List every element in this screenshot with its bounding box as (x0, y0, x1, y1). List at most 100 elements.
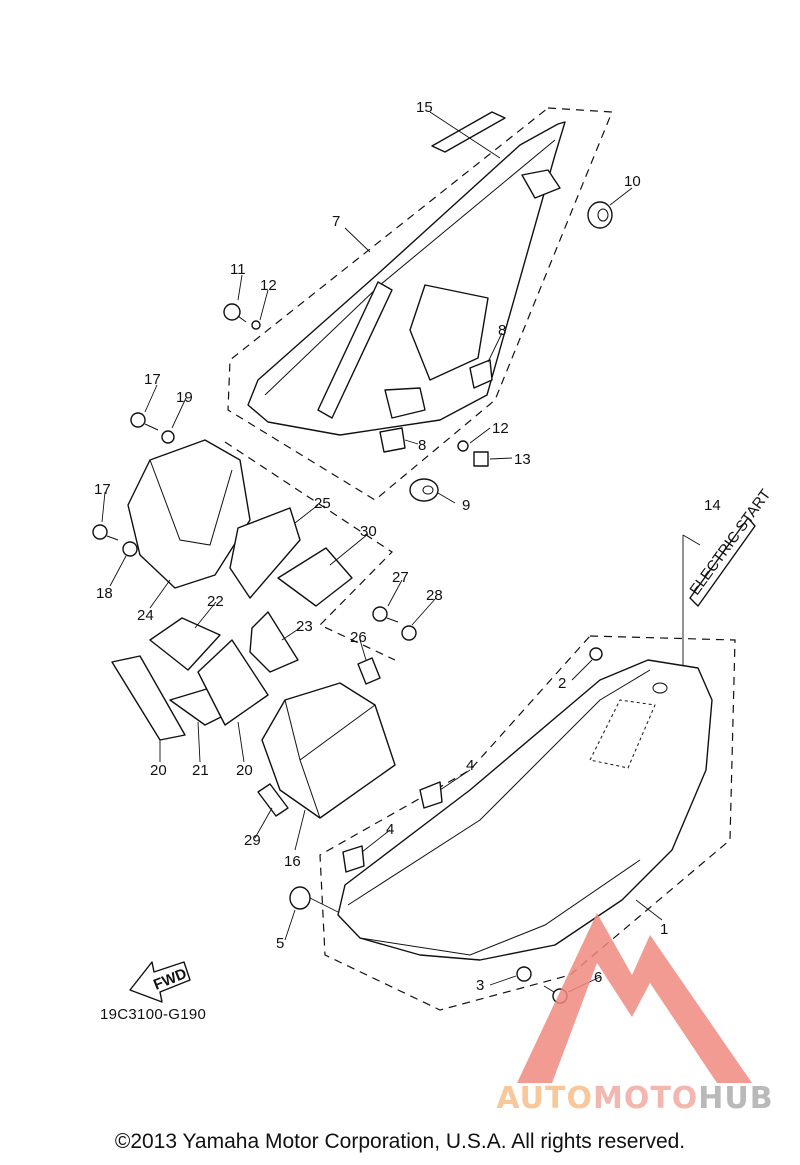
copyright-notice: ©2013 Yamaha Motor Corporation, U.S.A. A… (114, 1130, 686, 1153)
callout-20-left: 20 (150, 762, 167, 779)
pad-29 (257, 783, 289, 817)
bolt-17-lower (92, 524, 108, 540)
damper-4-lower (342, 845, 365, 873)
washer-12-lower (457, 440, 469, 452)
damper-8-upper (469, 359, 493, 389)
callout-25: 25 (314, 495, 331, 512)
callout-9: 9 (462, 497, 470, 514)
sheet-30 (277, 547, 353, 607)
callout-5: 5 (276, 935, 284, 952)
nut-13 (473, 451, 489, 467)
collar-3 (516, 966, 532, 982)
screw-6-shank (543, 985, 555, 993)
bolt-17-upper-shank (144, 423, 159, 431)
bolt-27 (372, 606, 388, 622)
upper-side-cover-7 (247, 121, 566, 436)
leader-lines (101, 111, 663, 993)
pad-20-right (197, 639, 269, 726)
bolt-17-lower-shank (106, 535, 119, 541)
clip-26 (357, 657, 381, 685)
callout-22: 22 (207, 593, 224, 610)
washer-12-upper (251, 320, 261, 330)
callout-2: 2 (558, 675, 566, 692)
callout-14: 14 (704, 497, 721, 514)
pad-20-left (111, 655, 186, 741)
callout-18: 18 (96, 585, 113, 602)
automotohub-watermark: AUTOMOTOHUB (472, 905, 798, 1120)
callout-4-upper: 4 (466, 757, 474, 774)
callout-7: 7 (332, 213, 340, 230)
callout-17-upper: 17 (144, 371, 161, 388)
callout-29: 29 (244, 832, 261, 849)
callout-12-upper: 12 (260, 277, 277, 294)
decal-14-leader-2 (682, 534, 701, 546)
callout-17-lower: 17 (94, 481, 111, 498)
pad-23 (249, 611, 299, 673)
callout-20-right: 20 (236, 762, 253, 779)
decal-14-text: ELECTRIC START (686, 486, 774, 598)
callout-11: 11 (230, 261, 246, 278)
callout-12-lower: 12 (492, 420, 509, 437)
grommet-2 (589, 647, 603, 661)
pad-22 (149, 617, 221, 671)
callout-26: 26 (350, 629, 367, 646)
bolt-11 (223, 303, 241, 321)
callout-8-upper: 8 (498, 322, 506, 339)
grommet-9-hole (422, 485, 434, 495)
callout-13: 13 (514, 451, 531, 468)
fwd-arrow-label: FWD (151, 965, 189, 994)
cover-boss (384, 387, 426, 419)
grommet-10-hole (597, 208, 609, 222)
callout-30: 30 (360, 523, 377, 540)
grommet-9 (409, 478, 439, 502)
fwd-arrow-icon (129, 961, 191, 1003)
lower-cover-inner-line (347, 669, 651, 906)
callout-6: 6 (594, 969, 602, 986)
lower-cover-inner-line-2 (359, 859, 641, 956)
callout-10: 10 (624, 173, 641, 190)
grommet-post-10 (521, 169, 561, 199)
battery-box-16-edge (284, 699, 376, 819)
watermark-logo-icon (517, 913, 752, 1083)
callout-4-lower: 4 (386, 821, 394, 838)
cover-mount-strip (317, 281, 393, 419)
decal-14 (689, 517, 756, 607)
battery-box-16 (261, 682, 396, 819)
decal-15 (431, 111, 506, 153)
callout-19: 19 (176, 389, 193, 406)
collar-18 (122, 541, 138, 557)
bracket-24 (127, 439, 251, 589)
callout-21: 21 (192, 762, 209, 779)
collar-28 (401, 625, 417, 641)
lower-cover-hole (652, 682, 668, 694)
bolt-27-shank (386, 617, 399, 623)
grommet-10 (587, 201, 613, 229)
callout-1: 1 (660, 921, 668, 938)
callout-24: 24 (137, 607, 154, 624)
diagram-reference-code: 19C3100-G190 (100, 1006, 207, 1023)
lower-side-cover-1 (337, 659, 713, 961)
bracket-24-inner (149, 459, 233, 546)
washer-19 (161, 430, 175, 444)
callout-numbers: 15 10 7 11 12 8 17 19 8 12 13 9 25 30 14… (94, 99, 721, 994)
callout-28: 28 (426, 587, 443, 604)
lower-cover-group-boundary (319, 635, 736, 1011)
grommet-5 (289, 886, 311, 910)
bolt-17-upper (130, 412, 146, 428)
sheet-25 (229, 507, 301, 599)
callout-8-lower: 8 (418, 437, 426, 454)
bolt-11-shank (237, 315, 247, 323)
lower-cover-recess (589, 699, 656, 769)
callout-16: 16 (284, 853, 301, 870)
damper-4-upper (419, 781, 443, 809)
callout-23: 23 (296, 618, 313, 635)
damper-8-lower (379, 427, 406, 453)
callout-3: 3 (476, 977, 484, 994)
callout-15: 15 (416, 99, 433, 116)
box-group-boundary (224, 441, 396, 661)
watermark-text: AUTOMOTOHUB (496, 1081, 774, 1116)
cover-fin (409, 284, 489, 381)
callout-27: 27 (392, 569, 409, 586)
